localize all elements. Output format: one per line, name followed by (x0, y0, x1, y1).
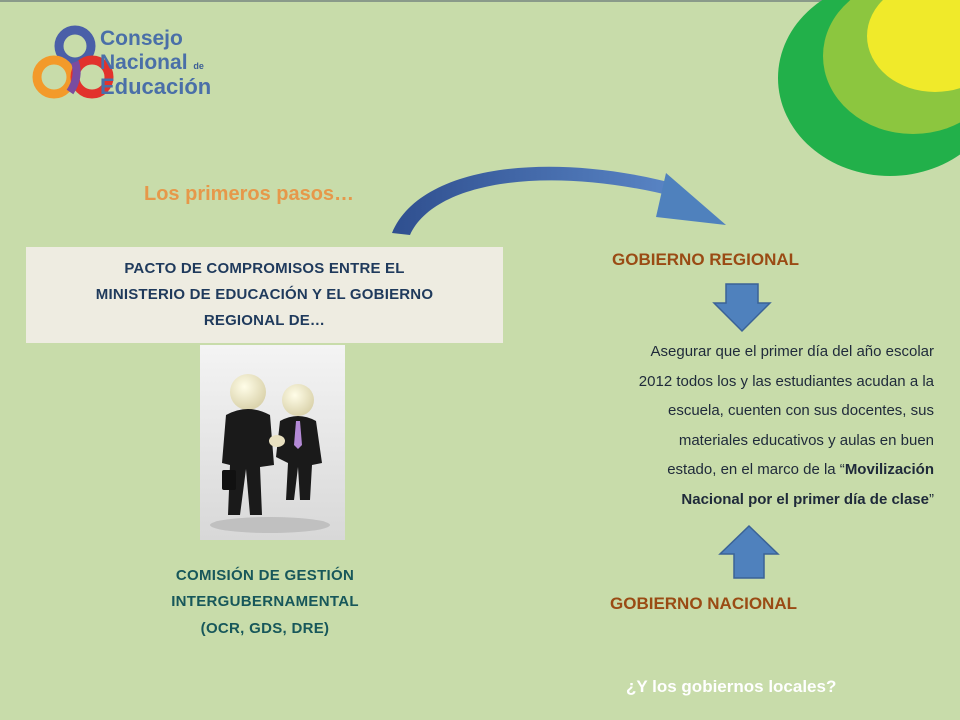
comision-line-3: (OCR, GDS, DRE) (200, 619, 330, 637)
body-line-6-post: ” (929, 490, 934, 508)
logo-line-2-small: de (193, 61, 204, 71)
top-border-line (0, 0, 960, 2)
body-line-1: Asegurar que el primer día del año escol… (650, 343, 935, 360)
body-paragraph: Asegurar que el primer día del año escol… (548, 337, 934, 514)
decorative-circles (778, 0, 960, 176)
gobierno-regional-heading: GOBIERNO REGIONAL (612, 250, 800, 269)
logo-line-3: Educación (100, 74, 212, 99)
comision-text: COMISIÓN DE GESTIÓN INTERGUBERNAMENTAL (… (130, 563, 400, 642)
body-line-6-bold: Nacional por el primer día de clase (681, 490, 929, 508)
pacto-line-2: MINISTERIO DE EDUCACIÓN Y EL GOBIERNO (95, 285, 434, 303)
logo-text: Consejo Nacional de Educación (100, 28, 211, 98)
body-line-4: materiales educativos y aulas en buen (678, 431, 934, 449)
pacto-line-1: PACTO DE COMPROMISOS ENTRE EL (124, 259, 405, 277)
body-line-5-pre: estado, en el marco de la “ (667, 461, 845, 478)
up-arrow-icon (718, 524, 780, 579)
down-arrow-icon (712, 283, 772, 333)
pacto-box: PACTO DE COMPROMISOS ENTRE EL MINISTERIO… (26, 247, 503, 343)
comision-line-2: INTERGUBERNAMENTAL (171, 593, 359, 611)
pacto-line-3: REGIONAL DE… (203, 312, 326, 330)
body-line-2: 2012 todos los y las estudiantes acudan … (638, 372, 934, 390)
body-line-5-bold: Movilización (844, 461, 934, 478)
logo-line-2-main: Nacional (100, 51, 188, 74)
logo: Consejo Nacional de Educación (30, 22, 240, 112)
section-heading: Los primeros pasos… (144, 183, 355, 205)
comision-line-1: COMISIÓN DE GESTIÓN (175, 567, 355, 584)
gobierno-nacional-heading: GOBIERNO NACIONAL (610, 594, 797, 613)
interlocking-circles-logo-icon (32, 25, 114, 99)
curved-arrow-icon (392, 166, 726, 235)
logo-line-2: Nacional de (100, 52, 211, 73)
body-line-3: escuela, cuenten con sus docentes, sus (667, 402, 934, 419)
body-line-5: estado, en el marco de la “Movilización (548, 455, 934, 485)
business-handshake-figures-image (200, 345, 345, 540)
question-text: ¿Y los gobiernos locales? (626, 677, 837, 696)
body-line-6: Nacional por el primer día de clase” (548, 485, 934, 515)
logo-line-1: Consejo (100, 27, 183, 50)
